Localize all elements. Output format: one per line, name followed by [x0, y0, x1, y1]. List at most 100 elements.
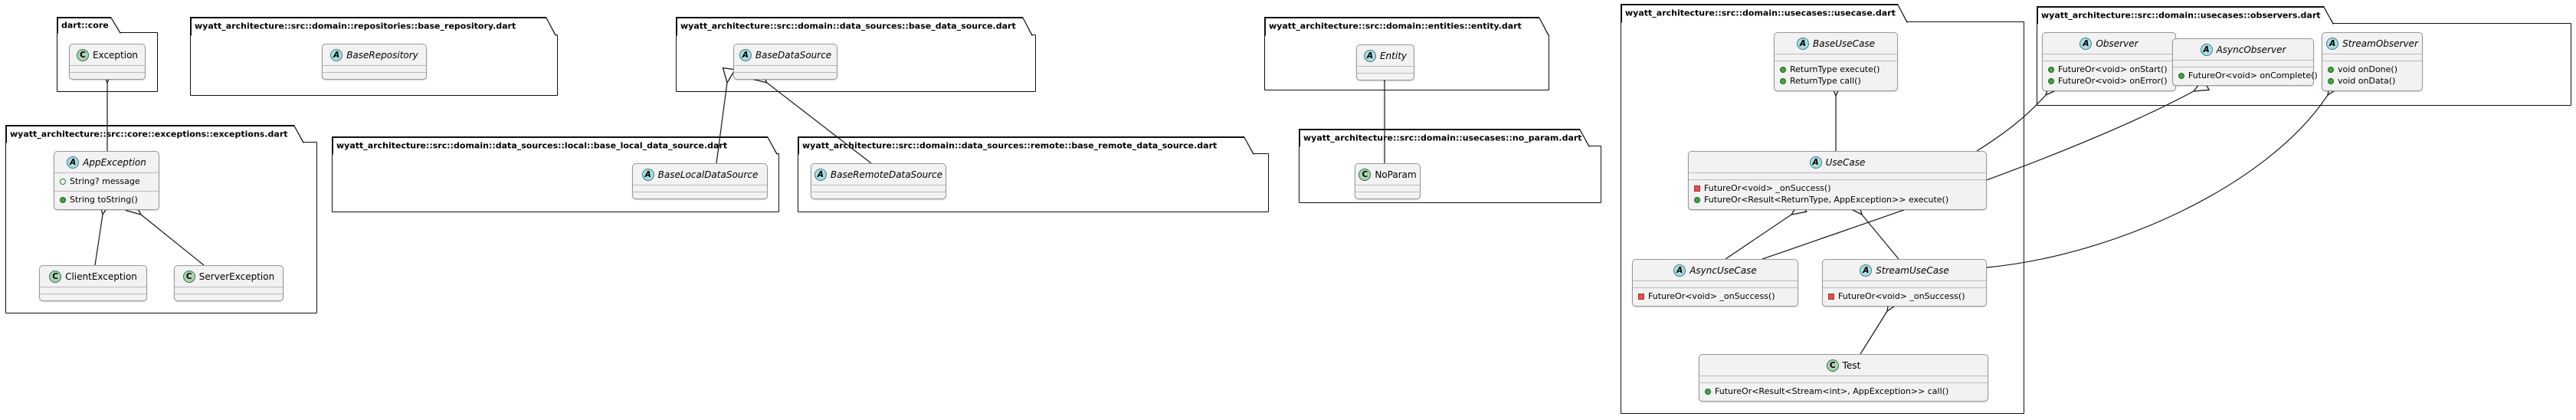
package-tab-local-data-source: wyatt_architecture::src::domain::data_so…: [332, 136, 778, 155]
package-tab-base-repository: wyatt_architecture::src::domain::reposit…: [190, 17, 556, 36]
method-row: FutureOr<void> _onSuccess(): [1638, 291, 1792, 302]
edge-serverexception-extends-appexception: [141, 215, 205, 266]
method-text: ReturnType execute(): [1790, 64, 1880, 74]
method-text: FutureOr<void> _onSuccess(): [1704, 183, 1831, 193]
class-name: BaseUseCase: [1812, 38, 1875, 49]
package-tab-remote-data-source: wyatt_architecture::src::domain::data_so…: [798, 136, 1254, 155]
class-title: A StreamUseCase: [1823, 260, 1986, 281]
package-tab-entity: wyatt_architecture::src::domain::entitie…: [1264, 17, 1549, 36]
class-icon: C: [1826, 359, 1839, 372]
method-text: FutureOr<void> onError(): [2058, 76, 2168, 86]
package-title: wyatt_architecture::src::domain::data_so…: [680, 21, 1016, 31]
class-usecase: A UseCase FutureOr<void> _onSuccess() Fu…: [1688, 151, 1987, 210]
package-tab-exceptions: wyatt_architecture::src::core::exception…: [5, 125, 304, 143]
class-title: A AppException: [54, 152, 159, 172]
class-title: A BaseDataSource: [734, 44, 837, 65]
class-icon: C: [49, 270, 62, 283]
field-row: String? message: [60, 176, 153, 187]
package-title: wyatt_architecture::src::domain::data_so…: [336, 140, 728, 151]
class-icon: C: [1358, 168, 1372, 181]
method-row: void onData(): [2328, 76, 2417, 87]
method-text: FutureOr<void> onComplete(): [2188, 71, 2318, 80]
class-basedatasource: A BaseDataSource: [733, 44, 837, 80]
method-text: void onData(): [2338, 76, 2396, 86]
abstract-class-icon: A: [1860, 264, 1873, 277]
public-method-icon: [1780, 78, 1786, 84]
class-name: StreamObserver: [2342, 38, 2418, 49]
method-row: FutureOr<void> _onSuccess(): [1694, 183, 1981, 194]
public-method-icon: [1780, 67, 1786, 73]
class-name: BaseLocalDataSource: [657, 169, 759, 180]
package-tab-observers: wyatt_architecture::src::domain::usecase…: [2037, 6, 2334, 25]
edge-streamusecase-implements-streamobserver: [1986, 95, 2328, 268]
private-method-icon: [1638, 294, 1644, 300]
class-name: StreamUseCase: [1876, 264, 1949, 276]
class-name: Entity: [1379, 50, 1408, 61]
abstract-class-icon: A: [739, 48, 752, 61]
public-method-icon: [2048, 78, 2054, 84]
edge-test-extends-streamusecase: [1860, 311, 1887, 355]
method-row: ReturnType call(): [1780, 76, 1892, 87]
abstract-class-icon: A: [67, 156, 80, 169]
public-method-icon: [1705, 389, 1711, 395]
method-row: FutureOr<void> _onSuccess(): [1828, 291, 1981, 302]
class-icon: C: [76, 48, 89, 61]
public-method-icon: [2178, 73, 2184, 79]
private-method-icon: [1828, 294, 1834, 300]
class-title: A BaseRepository: [323, 44, 426, 65]
class-name: Test: [1842, 359, 1861, 371]
class-title: A BaseRemoteDataSource: [811, 164, 946, 185]
class-name: Exception: [92, 49, 139, 61]
class-streamobserver: A StreamObserver void onDone() void onDa…: [2322, 32, 2423, 91]
class-streamusecase: A StreamUseCase FutureOr<void> _onSucces…: [1822, 259, 1987, 307]
method-row: FutureOr<void> onError(): [2048, 76, 2170, 87]
method-text: ReturnType call(): [1790, 76, 1861, 86]
package-tab-dart-core: dart::core: [57, 17, 121, 34]
edge-usecase-implements-observer: [1976, 95, 2046, 152]
class-noparam: C NoParam: [1355, 163, 1421, 199]
abstract-class-icon: A: [814, 168, 827, 181]
edge-streamusecase-extends-usecase: [1862, 215, 1899, 260]
class-name: AsyncUseCase: [1689, 264, 1757, 276]
method-text: FutureOr<void> _onSuccess(): [1648, 291, 1775, 301]
package-title: wyatt_architecture::src::core::exception…: [10, 129, 288, 139]
class-title: A UseCase: [1689, 152, 1986, 172]
class-title: A BaseLocalDataSource: [633, 164, 767, 185]
abstract-class-icon: A: [1796, 37, 1809, 50]
class-asyncobserver: A AsyncObserver FutureOr<void> onComplet…: [2172, 38, 2318, 86]
public-method-icon: [1694, 197, 1700, 203]
public-method-icon: [2048, 67, 2054, 73]
class-baseusecase: A BaseUseCase ReturnType execute() Retur…: [1774, 32, 1898, 91]
public-method-icon: [60, 197, 66, 203]
package-tab-base-data-source: wyatt_architecture::src::domain::data_so…: [676, 17, 1033, 36]
package-title: wyatt_architecture::src::domain::usecase…: [2041, 10, 2321, 21]
package-no-param: [1299, 146, 1601, 203]
class-exception: C Exception: [69, 44, 146, 80]
class-title: C Test: [1699, 355, 1988, 376]
class-name: NoParam: [1375, 169, 1417, 180]
method-row: String toString(): [60, 195, 153, 205]
method-row: FutureOr<Result<Stream<int>, AppExceptio…: [1705, 386, 1982, 397]
package-title: wyatt_architecture::src::domain::usecase…: [1303, 133, 1582, 143]
field-icon: [60, 179, 66, 185]
class-clientexception: C ClientException: [39, 265, 147, 301]
class-title: C NoParam: [1355, 164, 1420, 185]
package-title: wyatt_architecture::src::domain::data_so…: [802, 140, 1218, 151]
class-title: C ServerException: [175, 266, 283, 287]
class-name: AppException: [83, 156, 146, 168]
field-text: String? message: [70, 176, 140, 186]
edge-baseremotedatasource-extends-basedatasource: [767, 83, 872, 164]
class-name: ClientException: [65, 271, 137, 282]
public-method-icon: [2328, 67, 2334, 73]
abstract-class-icon: A: [1809, 156, 1822, 169]
class-title: A Observer: [2043, 33, 2175, 54]
class-name: ServerException: [198, 271, 275, 282]
class-title: C ClientException: [40, 266, 146, 287]
package-tab-no-param: wyatt_architecture::src::domain::usecase…: [1299, 129, 1590, 147]
method-row: FutureOr<Result<ReturnType, AppException…: [1694, 195, 1981, 205]
class-asyncusecase: A AsyncUseCase FutureOr<void> _onSuccess…: [1632, 259, 1798, 307]
abstract-class-icon: A: [641, 168, 654, 181]
package-title: wyatt_architecture::src::domain::reposit…: [195, 21, 516, 31]
class-title: C Exception: [70, 44, 145, 65]
class-title: A BaseUseCase: [1775, 33, 1897, 54]
